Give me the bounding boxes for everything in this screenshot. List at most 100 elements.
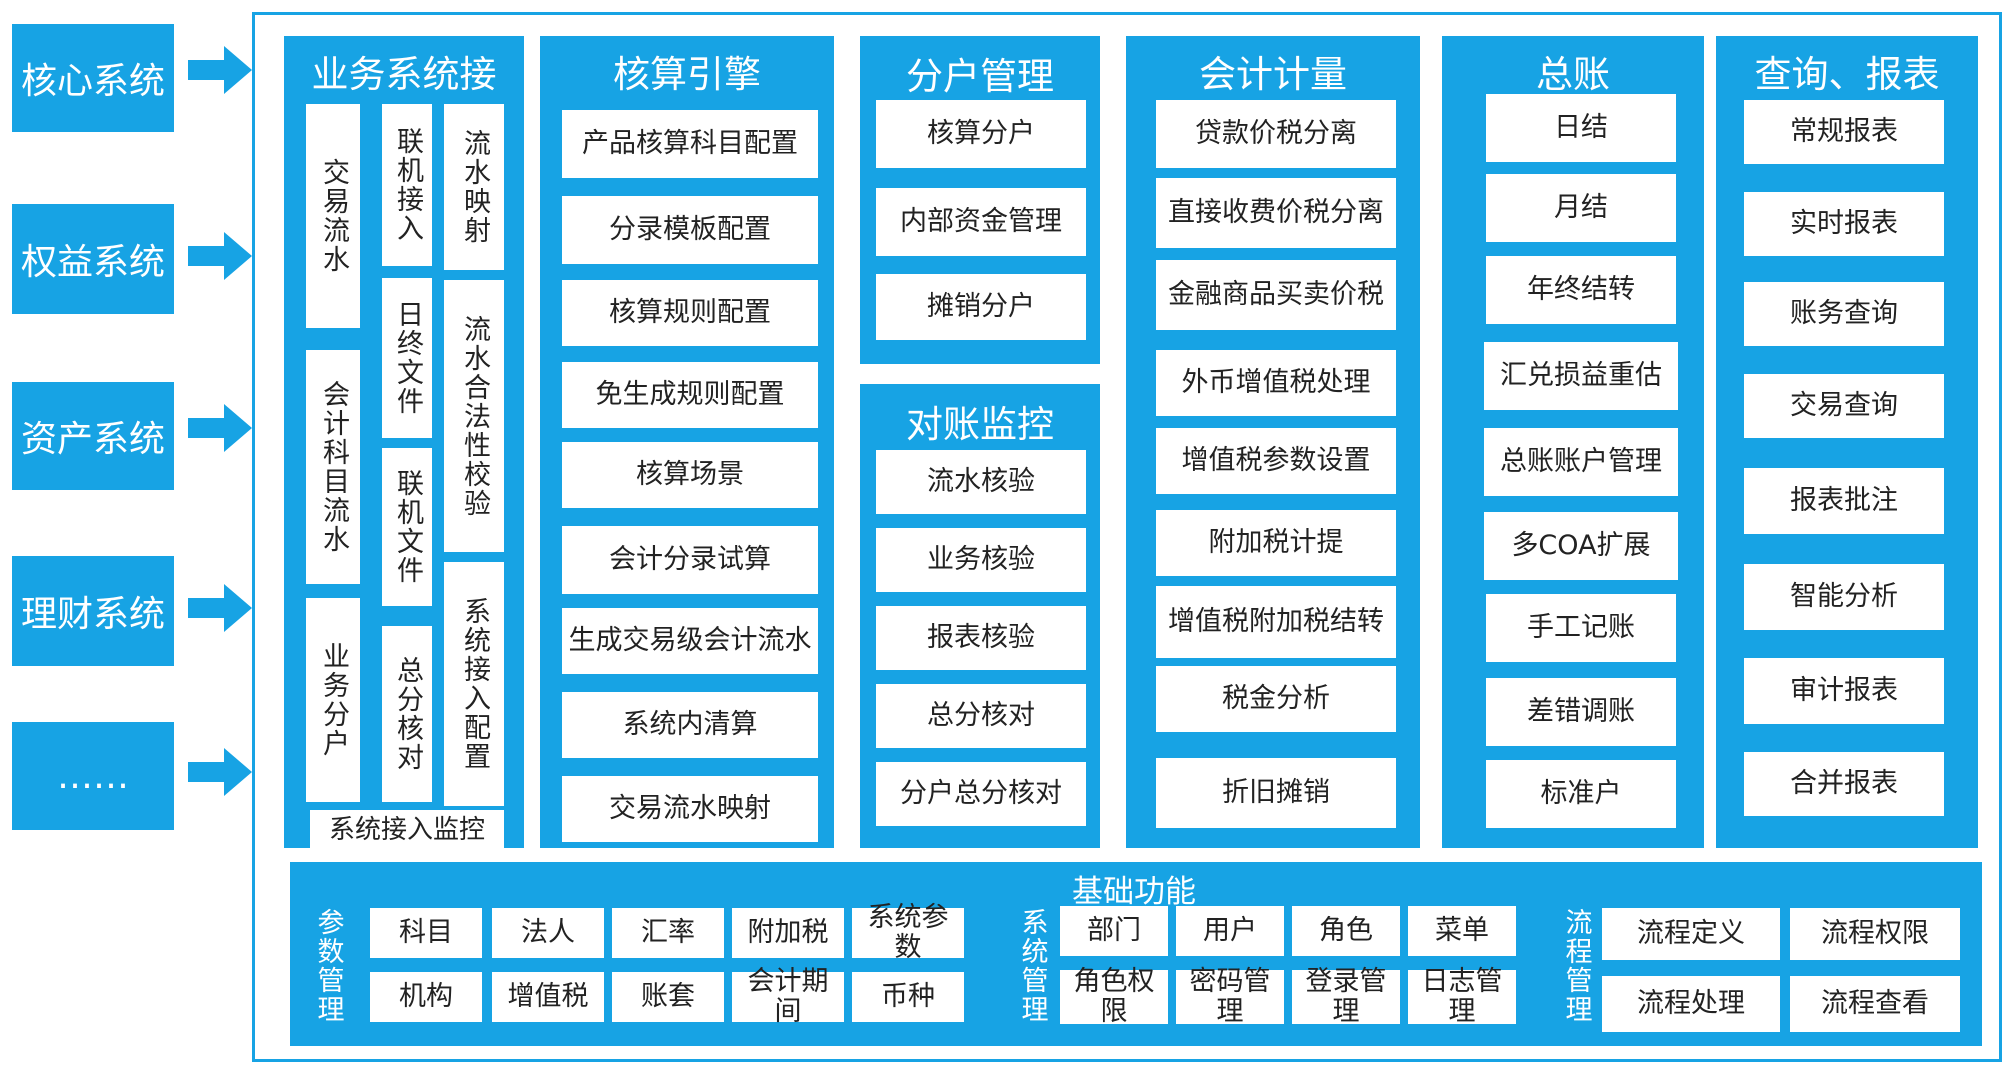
engine-item: 分录模板配置 xyxy=(562,196,818,264)
ledger-item: 手工记账 xyxy=(1486,594,1676,662)
param-item: 科目 xyxy=(370,908,482,958)
measurement-item: 增值税附加税结转 xyxy=(1156,586,1396,658)
param-item: 系统参数 xyxy=(852,903,964,963)
right-arrow-icon xyxy=(188,46,252,94)
sub-account-item: 内部资金管理 xyxy=(876,188,1086,256)
report-item: 常规报表 xyxy=(1744,100,1944,164)
report-item: 审计报表 xyxy=(1744,658,1944,724)
panel-title: 业务系统接 xyxy=(311,53,497,96)
param-item: 机构 xyxy=(370,972,482,1022)
measurement-item: 税金分析 xyxy=(1156,666,1396,732)
measurement-item: 金融商品买卖价税 xyxy=(1156,260,1396,330)
reconciliation-item: 总分核对 xyxy=(876,684,1086,748)
panel-business-access: 业务系统接 交易流水 会计科目流水 业务分户 联机接入 日终文件 联机文件 总分… xyxy=(284,36,524,850)
panel-title: 分户管理 xyxy=(906,55,1054,98)
right-arrow-icon xyxy=(188,404,252,452)
reconciliation-item: 分户总分核对 xyxy=(876,762,1086,826)
ledger-item: 月结 xyxy=(1486,174,1676,242)
ledger-item: 多COA扩展 xyxy=(1484,512,1678,580)
sys-item: 用户 xyxy=(1176,906,1284,956)
engine-item: 生成交易级会计流水 xyxy=(562,608,818,674)
panel-title: 核算引擎 xyxy=(613,53,761,96)
sub-account-item: 核算分户 xyxy=(876,100,1086,168)
right-arrow-icon xyxy=(188,748,252,796)
ledger-item: 差错调账 xyxy=(1486,678,1676,746)
base-title: 基础功能 xyxy=(1072,874,1196,910)
panel-measurement: 会计计量 贷款价税分离 直接收费价税分离 金融商品买卖价税 外币增值税处理 增值… xyxy=(1126,36,1420,848)
param-item: 币种 xyxy=(852,972,964,1022)
system-label: 理财系统 xyxy=(20,594,165,635)
flow-label: 流程管理 xyxy=(1560,908,1592,1024)
panel-general-ledger: 总账 日结 月结 年终结转 汇兑损益重估 总账账户管理 多COA扩展 手工记账 … xyxy=(1442,36,1704,848)
reconciliation-item: 业务核验 xyxy=(876,528,1086,592)
engine-item: 会计分录试算 xyxy=(562,526,818,594)
access-item: 流水映射 xyxy=(444,104,504,270)
system-label: 权益系统 xyxy=(20,242,165,283)
reconciliation-item: 流水核验 xyxy=(876,450,1086,514)
report-item: 交易查询 xyxy=(1744,374,1944,438)
ledger-item: 标准户 xyxy=(1486,760,1676,828)
sys-item: 角色 xyxy=(1292,906,1400,956)
sys-item: 密码管理 xyxy=(1176,967,1284,1027)
report-item: 合并报表 xyxy=(1744,752,1944,816)
sys-item: 部门 xyxy=(1060,906,1168,956)
param-item: 增值税 xyxy=(492,972,604,1022)
access-item: 会计科目流水 xyxy=(306,350,360,584)
panel-title: 总账 xyxy=(1536,53,1610,96)
access-item: 总分核对 xyxy=(382,626,432,802)
sys-item: 日志管理 xyxy=(1408,967,1516,1027)
report-item: 智能分析 xyxy=(1744,564,1944,630)
param-label: 参数管理 xyxy=(312,908,344,1024)
system-box-more: …… xyxy=(12,722,174,830)
ledger-item: 日结 xyxy=(1486,94,1676,162)
engine-item: 产品核算科目配置 xyxy=(562,110,818,178)
access-item: 流水合法性校验 xyxy=(444,280,504,552)
access-item: 交易流水 xyxy=(306,104,360,328)
right-arrow-icon xyxy=(188,232,252,280)
param-item: 法人 xyxy=(492,908,604,958)
report-item: 报表批注 xyxy=(1744,468,1944,534)
engine-item: 交易流水映射 xyxy=(562,776,818,842)
panel-title: 查询、报表 xyxy=(1754,53,1940,96)
report-item: 实时报表 xyxy=(1744,192,1944,256)
system-box-assets: 资产系统 xyxy=(12,382,174,490)
sys-label: 系统管理 xyxy=(1016,908,1048,1024)
access-item: 业务分户 xyxy=(306,598,360,802)
system-box-core: 核心系统 xyxy=(12,24,174,132)
flow-item: 流程处理 xyxy=(1602,976,1780,1032)
sys-item: 角色权限 xyxy=(1060,967,1168,1027)
ledger-item: 总账账户管理 xyxy=(1484,428,1678,496)
system-label: 资产系统 xyxy=(20,419,165,460)
panel-reconciliation: 对账监控 流水核验 业务核验 报表核验 总分核对 分户总分核对 xyxy=(860,384,1100,848)
panel-title: 会计计量 xyxy=(1199,53,1347,96)
flow-item: 流程定义 xyxy=(1602,908,1780,960)
panel-base-functions: 基础功能 参数管理 科目 法人 汇率 附加税 系统参数 机构 增值税 账套 会计… xyxy=(290,862,1982,1046)
access-item: 联机接入 xyxy=(382,104,432,266)
right-arrow-icon xyxy=(188,584,252,632)
engine-item: 免生成规则配置 xyxy=(562,362,818,428)
system-label: …… xyxy=(57,755,129,797)
reconciliation-item: 报表核验 xyxy=(876,606,1086,670)
measurement-item: 附加税计提 xyxy=(1156,510,1396,576)
system-box-wealth: 理财系统 xyxy=(12,556,174,666)
param-item: 汇率 xyxy=(612,908,724,958)
measurement-item: 贷款价税分离 xyxy=(1156,100,1396,168)
access-item: 日终文件 xyxy=(382,278,432,438)
sub-account-item: 摊销分户 xyxy=(876,274,1086,340)
ledger-item: 汇兑损益重估 xyxy=(1484,342,1678,410)
measurement-item: 折旧摊销 xyxy=(1156,758,1396,828)
report-item: 账务查询 xyxy=(1744,282,1944,346)
system-label: 核心系统 xyxy=(20,61,165,102)
measurement-item: 增值税参数设置 xyxy=(1156,428,1396,494)
engine-item: 核算规则配置 xyxy=(562,280,818,346)
engine-item: 系统内清算 xyxy=(562,692,818,758)
panel-reports: 查询、报表 常规报表 实时报表 账务查询 交易查询 报表批注 智能分析 审计报表… xyxy=(1716,36,1978,848)
param-item: 会计期间 xyxy=(732,967,844,1027)
system-box-equity: 权益系统 xyxy=(12,204,174,314)
access-item: 联机文件 xyxy=(382,448,432,606)
access-item: 系统接入配置 xyxy=(444,562,504,806)
flow-item: 流程权限 xyxy=(1790,908,1960,960)
measurement-item: 外币增值税处理 xyxy=(1156,350,1396,416)
measurement-item: 直接收费价税分离 xyxy=(1156,178,1396,248)
sys-item: 登录管理 xyxy=(1292,967,1400,1027)
